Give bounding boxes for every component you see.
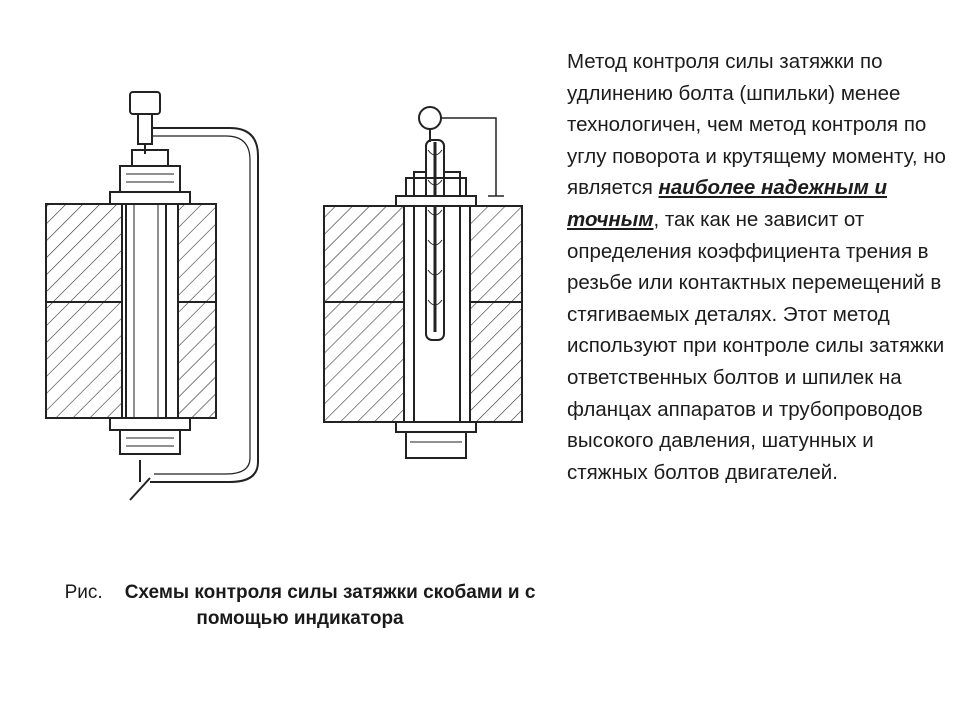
bracket-scheme-drawing (45, 91, 259, 501)
description-part-2: , так как не зависит от определения коэф… (567, 207, 945, 484)
description-part-1: Метод контроля силы затяжки по удлинению… (567, 50, 946, 200)
indicator-scheme-drawing (323, 106, 523, 459)
description-paragraph: Метод контроля силы затяжки по удлинению… (567, 46, 952, 488)
caption-prefix: Рис. (64, 582, 103, 603)
figure-caption: Рис. Схемы контроля силы затяжки скобами … (60, 580, 540, 632)
caption-title: Схемы контроля силы затяжки скобами и с … (124, 582, 536, 629)
description-emphasis: наиболее надежным и точным (567, 176, 887, 231)
bolt-control-figure (30, 70, 550, 510)
